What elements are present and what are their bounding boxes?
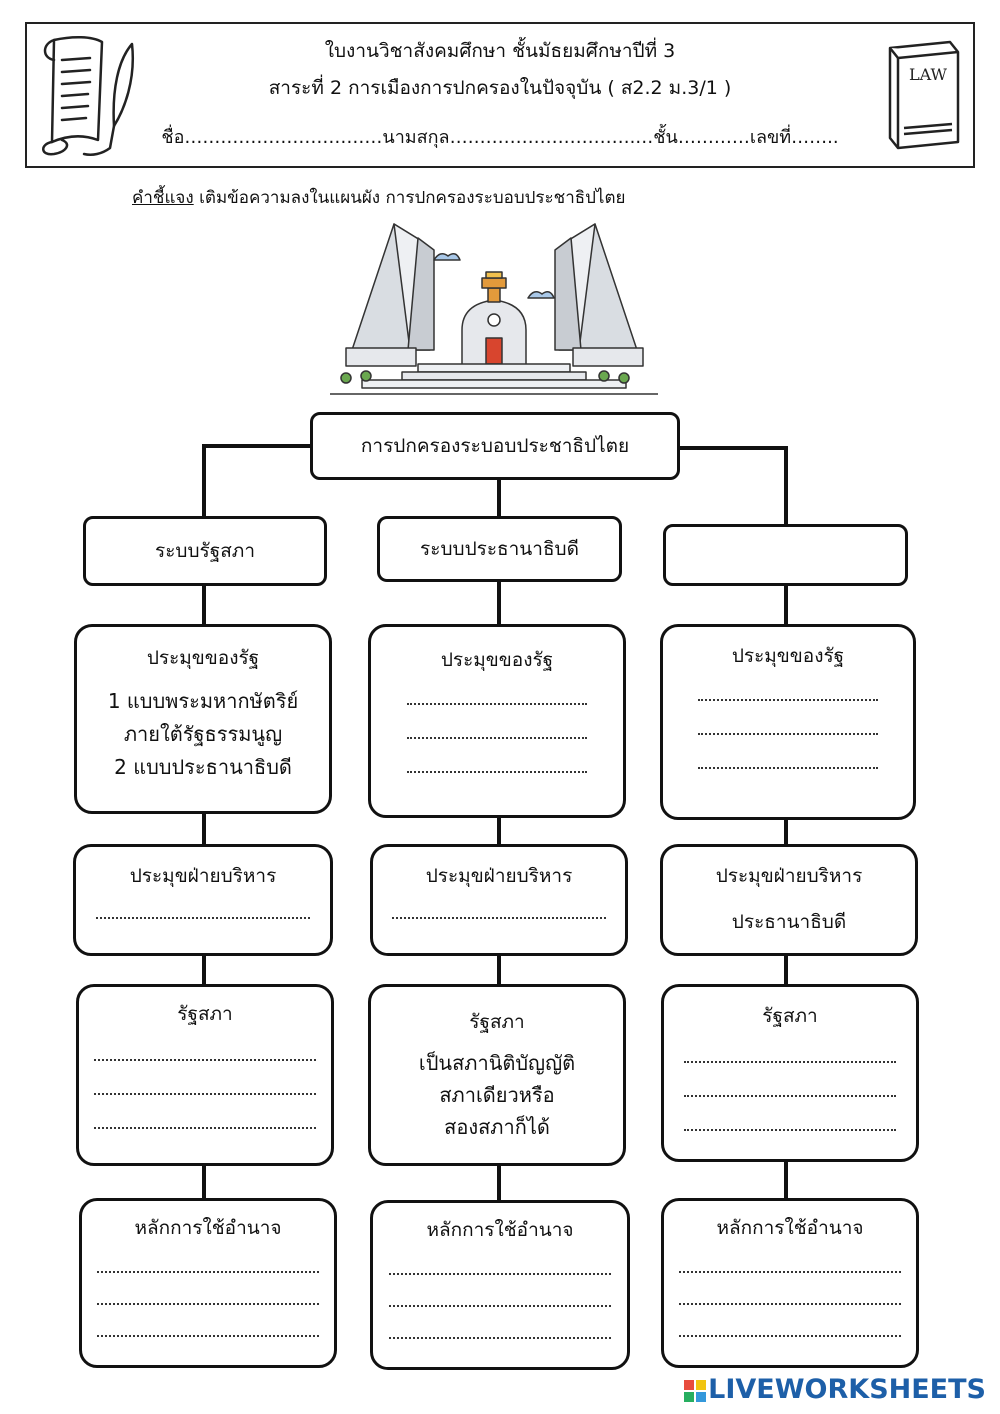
system-label: ระบบประธานาธิบดี	[420, 538, 579, 560]
box-title: รัฐสภา	[762, 1005, 818, 1027]
head-of-state-box: ประมุขของรัฐ 1 แบบพระมหากษัตริย์ ภายใต้ร…	[74, 624, 332, 814]
connector	[202, 444, 206, 518]
connector	[202, 584, 206, 626]
connector	[202, 812, 206, 846]
answer-line[interactable]	[679, 1303, 901, 1305]
instruction: คำชี้แจง เติมข้อความลงในแผนผัง การปกครอง…	[132, 184, 625, 211]
power-principle-box: หลักการใช้อำนาจ	[370, 1200, 630, 1370]
connector	[784, 818, 788, 846]
answer-line[interactable]	[698, 733, 878, 735]
instruction-text: เติมข้อความลงในแผนผัง การปกครองระบอบประช…	[193, 188, 626, 208]
connector	[677, 446, 787, 450]
connector	[784, 954, 788, 986]
connector	[497, 580, 501, 626]
answer-line[interactable]	[97, 1335, 319, 1337]
connector	[784, 1160, 788, 1200]
box-title: ประมุขของรัฐ	[440, 649, 554, 671]
answer-line[interactable]	[407, 737, 587, 739]
answer-line[interactable]	[407, 703, 587, 705]
connector	[497, 478, 501, 518]
connector	[784, 584, 788, 626]
answer-line[interactable]	[97, 1271, 319, 1273]
answer-line[interactable]	[94, 1093, 316, 1095]
brand-text: LIVEWORKSHEETS	[708, 1374, 986, 1405]
box-title: หลักการใช้อำนาจ	[134, 1217, 282, 1239]
content-line: สองสภาก็ได้	[444, 1115, 550, 1139]
answer-line[interactable]	[389, 1305, 611, 1307]
liveworksheets-logo-icon	[684, 1379, 707, 1402]
answer-line[interactable]	[684, 1129, 896, 1131]
exec-value: ประธานาธิบดี	[731, 911, 847, 933]
content-line: 2 แบบประธานาธิบดี	[114, 755, 292, 779]
system-label: ระบบรัฐสภา	[154, 540, 255, 562]
executive-box: ประมุขฝ่ายบริหาร	[370, 844, 628, 956]
connector	[202, 952, 206, 986]
answer-line[interactable]	[389, 1337, 611, 1339]
content-line: สภาเดียวหรือ	[439, 1083, 555, 1107]
answer-line[interactable]	[698, 767, 878, 769]
box-title: ประมุขฝ่ายบริหาร	[715, 865, 863, 887]
box-content: เป็นสภานิติบัญญัติ สภาเดียวหรือ สองสภาก็…	[371, 1047, 623, 1143]
box-title: รัฐสภา	[177, 1003, 233, 1025]
answer-line[interactable]	[96, 917, 310, 919]
answer-line[interactable]	[97, 1303, 319, 1305]
answer-line[interactable]	[684, 1061, 896, 1063]
executive-box: ประมุขฝ่ายบริหาร	[73, 844, 333, 956]
instruction-label: คำชี้แจง	[132, 188, 194, 208]
answer-line[interactable]	[698, 699, 878, 701]
connector	[784, 446, 788, 526]
system-box-parliamentary: ระบบรัฐสภา	[83, 516, 327, 586]
parliament-box: รัฐสภา เป็นสภานิติบัญญัติ สภาเดียวหรือ ส…	[368, 984, 626, 1166]
head-of-state-box: ประมุขของรัฐ	[660, 624, 916, 820]
answer-line[interactable]	[407, 771, 587, 773]
answer-line[interactable]	[679, 1335, 901, 1337]
box-title: ประมุขฝ่ายบริหาร	[129, 865, 277, 887]
answer-line[interactable]	[94, 1059, 316, 1061]
answer-line[interactable]	[679, 1271, 901, 1273]
content-line: 1 แบบพระมหากษัตริย์	[107, 689, 299, 713]
answer-line[interactable]	[94, 1127, 316, 1129]
box-title: ประมุขของรัฐ	[731, 645, 845, 667]
law-book-icon: LAW	[888, 40, 960, 150]
box-title: หลักการใช้อำนาจ	[716, 1217, 864, 1239]
democracy-monument-icon	[330, 223, 658, 395]
law-label: LAW	[909, 65, 948, 84]
box-title: รัฐสภา	[469, 1011, 525, 1033]
connector	[497, 816, 501, 846]
connector	[202, 444, 312, 448]
liveworksheets-logo: LIVEWORKSHEETS	[684, 1374, 986, 1405]
box-title: หลักการใช้อำนาจ	[426, 1219, 574, 1241]
worksheet-title: ใบงานวิชาสังคมศึกษา ชั้นมัธยมศึกษาปีที่ …	[324, 40, 676, 62]
root-label: การปกครองระบอบประชาธิปไตย	[360, 435, 630, 457]
connector	[497, 954, 501, 986]
connector	[202, 1162, 206, 1200]
system-box-blank[interactable]	[663, 524, 908, 586]
parliament-box: รัฐสภา	[76, 984, 334, 1166]
root-box: การปกครองระบอบประชาธิปไตย	[310, 412, 680, 480]
scroll-quill-icon	[42, 36, 134, 156]
connector	[497, 1164, 501, 1202]
executive-box: ประมุขฝ่ายบริหาร ประธานาธิบดี	[660, 844, 918, 956]
power-principle-box: หลักการใช้อำนาจ	[661, 1198, 919, 1368]
box-content: 1 แบบพระมหากษัตริย์ ภายใต้รัฐธรรมนูญ 2 แ…	[77, 685, 329, 784]
box-title: ประมุขของรัฐ	[146, 647, 260, 669]
box-title: ประมุขฝ่ายบริหาร	[425, 865, 573, 887]
content-line: ภายใต้รัฐธรรมนูญ	[123, 722, 283, 746]
answer-line[interactable]	[389, 1273, 611, 1275]
student-info-line: ชื่อ……………………………นามสกุล………………………….…ชั้น………	[161, 127, 839, 148]
content-line: เป็นสภานิติบัญญัติ	[418, 1051, 576, 1075]
head-of-state-box: ประมุขของรัฐ	[368, 624, 626, 818]
power-principle-box: หลักการใช้อำนาจ	[79, 1198, 337, 1368]
header-frame	[25, 22, 975, 168]
parliament-box: รัฐสภา	[661, 984, 919, 1162]
worksheet-subtitle: สาระที่ 2 การเมืองการปกครองในปัจจุบัน ( …	[268, 77, 732, 99]
system-box-presidential: ระบบประธานาธิบดี	[377, 516, 622, 582]
answer-line[interactable]	[684, 1095, 896, 1097]
answer-line[interactable]	[392, 917, 606, 919]
